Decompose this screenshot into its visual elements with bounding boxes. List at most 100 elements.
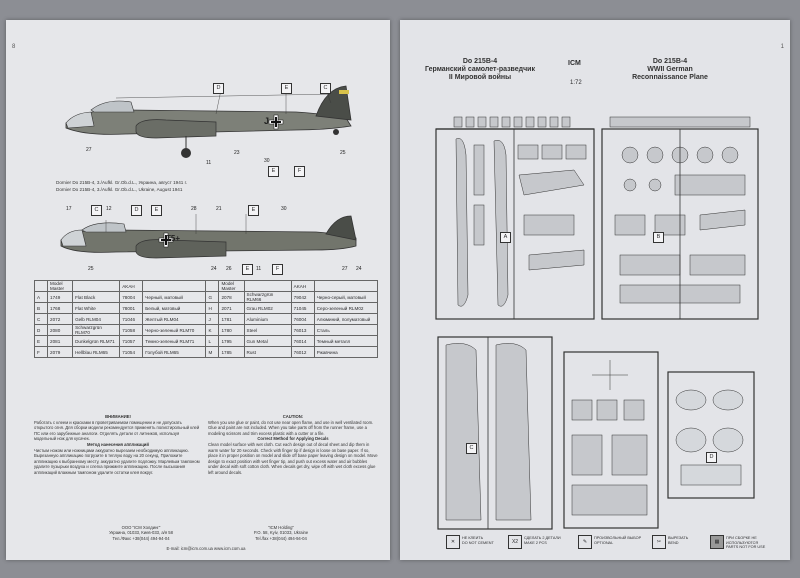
footer-line: ООО "ICM Холдинг": [121, 525, 161, 530]
table-header: [33, 280, 49, 292]
table-cell: F: [33, 346, 49, 358]
sprue-label-b: B: [653, 232, 664, 243]
page-number: 8: [12, 44, 16, 50]
table-cell: 76014: [290, 335, 315, 347]
footer-ru: ООО "ICM Холдинг" Украина, 01033, Киев-0…: [86, 525, 196, 541]
table-cell: 2079: [47, 346, 74, 358]
footer-line: "ICM Holding": [267, 525, 294, 530]
caution-body-en: When you use glue or paint, do not use n…: [208, 419, 374, 436]
table-cell: Aluminium: [243, 313, 292, 325]
footer-line: Украина, 01033, Киев-033, а/я 58: [109, 530, 173, 536]
table-header: AKAH: [290, 280, 315, 292]
part-number: 21: [216, 206, 222, 212]
top-aircraft-illustration: [65, 85, 352, 158]
callout-d: D: [131, 205, 142, 216]
table-cell: Schwarzgrün RLM70: [72, 324, 121, 336]
table-header: [243, 280, 292, 292]
table-cell: B: [33, 302, 49, 314]
table-cell: Flat Black: [72, 291, 121, 303]
table-cell: Темный металл: [313, 335, 379, 347]
do-not-cement-icon: ✕: [446, 535, 460, 549]
table-cell: 76004: [290, 313, 315, 325]
table-cell: 78001: [119, 302, 144, 314]
page-number: 1: [780, 44, 784, 50]
table-cell: G: [205, 291, 220, 303]
part-number: 11: [256, 266, 262, 272]
table-cell: Grau RLM02: [243, 302, 292, 314]
table-header: Model Master: [218, 280, 245, 292]
bottom-aircraft-illustration: [60, 214, 357, 259]
table-cell: Flat White: [72, 302, 121, 314]
callout-e: E: [151, 205, 162, 216]
table-header: [142, 280, 207, 292]
table-cell: 71058: [119, 324, 144, 336]
title-line: WWII German: [647, 66, 693, 73]
table-cell: Алюминий, полуматовый: [313, 313, 379, 325]
legend-en: DO NOT CEMENT: [462, 540, 494, 545]
part-number: 11: [206, 160, 212, 166]
callout-c: C: [320, 83, 331, 94]
make-two-icon: X2: [508, 535, 522, 549]
title-line: Do 215B-4: [462, 58, 498, 65]
table-cell: A: [33, 291, 49, 303]
table-cell: 1768: [47, 302, 74, 314]
right-page: 1 Do 215B-4 Германский самолет-разведчик…: [400, 20, 790, 560]
part-number: 27: [86, 147, 92, 153]
table-cell: Черно-зеленый RLM70: [142, 324, 207, 336]
table-cell: D: [33, 324, 49, 336]
sprue-d: [563, 351, 659, 529]
caution-heading-en: CAUTION:: [282, 414, 304, 419]
table-cell: C: [33, 313, 49, 325]
legend-ru: СДЕЛАТЬ 2 ДЕТАЛИ: [524, 536, 561, 540]
table-cell: Hellblau RLM65: [72, 346, 121, 358]
table-cell: Dunkelgrün RLM71: [72, 335, 121, 347]
legend-en: OPTIONAL: [594, 540, 614, 545]
sprue-label-a: A: [500, 232, 511, 243]
callout-e: E: [268, 166, 279, 177]
table-cell: H: [205, 302, 220, 314]
table-cell: Gelb RLM04: [72, 313, 121, 325]
table-cell: Серо-зеленый RLM02: [313, 302, 379, 314]
sprue-a: [435, 116, 595, 320]
part-number: 30: [281, 206, 287, 212]
caution-body-ru: Работать с клеем и красками в проветрива…: [34, 419, 200, 442]
table-cell: Черный, матовый: [142, 291, 207, 303]
callout-e: E: [248, 205, 259, 216]
table-cell: Желтый RLM04: [142, 313, 207, 325]
marking-letter: J: [264, 116, 270, 126]
legend-optional: ПРОИЗВОЛЬНЫЙ ВЫБОР OPTIONAL: [594, 536, 641, 545]
table-cell: 71045: [290, 302, 315, 314]
table-cell: 78004: [119, 291, 144, 303]
instructions-ru: ВНИМАНИЕ! Работать с клеем и красками в …: [34, 414, 202, 476]
table-cell: 1785: [218, 346, 245, 358]
part-number: 25: [340, 150, 346, 156]
caution-heading-ru: ВНИМАНИЕ!: [105, 414, 131, 419]
table-header: [72, 280, 121, 292]
part-number: 17: [66, 206, 72, 212]
scale-label: 1:72: [570, 80, 582, 86]
table-cell: 71054: [119, 346, 144, 358]
sprue-b: [601, 116, 759, 320]
table-cell: Gun Metal: [243, 335, 292, 347]
legend-bend: ВЫРЕЗАТЬ BEND: [668, 536, 688, 545]
table-cell: Ржавчина: [313, 346, 379, 358]
part-number: 27: [342, 266, 348, 272]
table-header: [313, 280, 379, 292]
part-number: 24: [211, 266, 217, 272]
title-line: II Мировой войны: [448, 74, 512, 81]
instructions-en: CAUTION: When you use glue or paint, do …: [208, 414, 378, 476]
table-cell: L: [205, 335, 220, 347]
footer-en: "ICM Holding" P.O. 58, Kyiv, 01033, Ukra…: [226, 525, 336, 541]
callout-e: E: [242, 264, 253, 275]
decal-body-en: Clean model surface with wet cloth. Cut …: [208, 441, 378, 475]
legend-make-two: СДЕЛАТЬ 2 ДЕТАЛИ MAKE 2 PCS: [524, 536, 561, 545]
legend-parts-not-for-use: ПРИ СБОРКЕ НЕ ИСПОЛЬЗУЮТСЯ PARTS NOT FOR…: [726, 536, 786, 550]
table-header: [205, 280, 220, 292]
footer-line: Tel./fax +38(044) 494-94-04: [255, 535, 307, 541]
table-cell: 1749: [47, 291, 74, 303]
table-cell: 76013: [290, 324, 315, 336]
